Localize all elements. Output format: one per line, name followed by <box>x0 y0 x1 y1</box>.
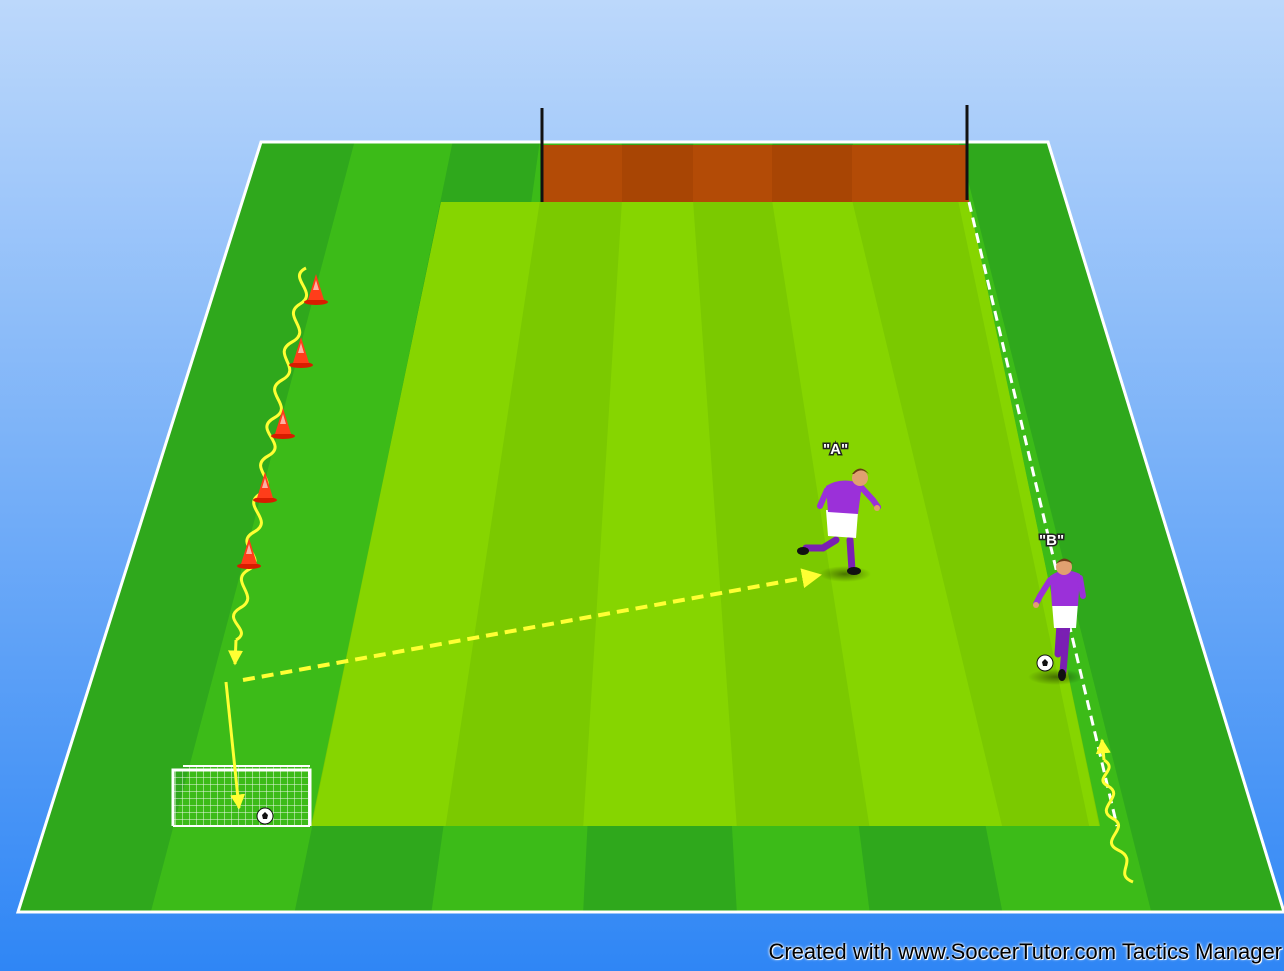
credit-text: Created with www.SoccerTutor.com Tactics… <box>768 939 1282 965</box>
soccer-ball <box>1037 655 1053 671</box>
player-a-label: "A" <box>823 441 848 458</box>
dribble-arrow-end <box>235 640 236 664</box>
end-zone <box>541 145 969 202</box>
player-b-run-arrow <box>1102 740 1104 760</box>
soccer-ball <box>257 808 273 824</box>
player-b-label: "B" <box>1039 532 1064 549</box>
goal <box>173 765 310 826</box>
